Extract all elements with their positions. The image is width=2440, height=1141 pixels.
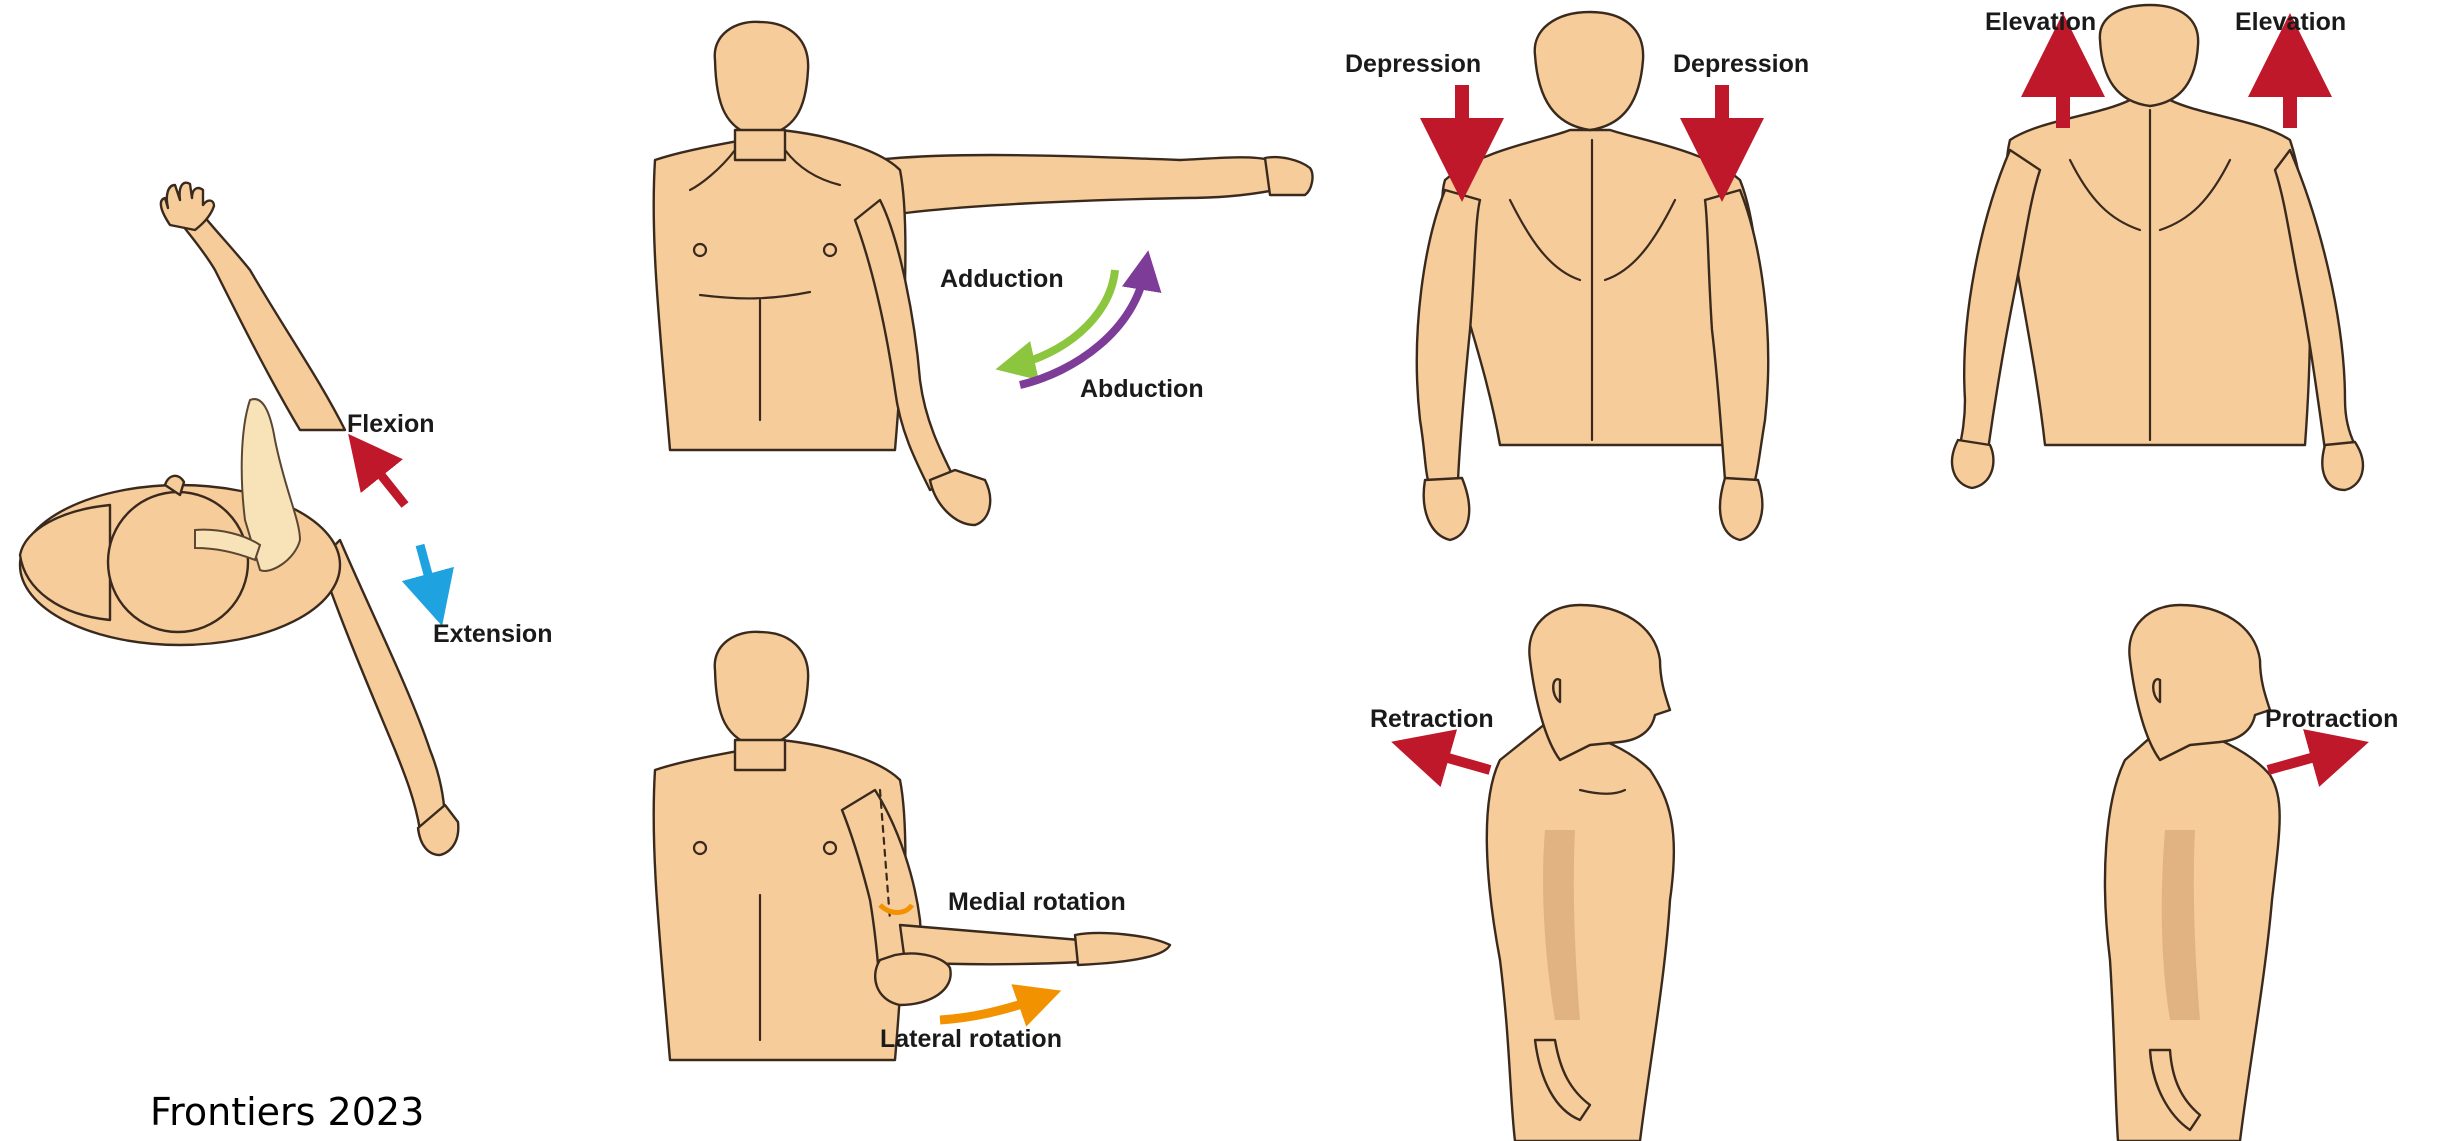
adduction-label: Adduction <box>940 265 1064 294</box>
lateral-rotation-label: Lateral rotation <box>880 1025 1062 1054</box>
figure-rotation <box>654 632 1170 1060</box>
flexion-label: Flexion <box>347 410 435 439</box>
lateral-rotation-arrow <box>940 998 1040 1020</box>
figure-elevation <box>1952 5 2363 490</box>
elevation-left-label: Elevation <box>1985 8 2096 37</box>
figure-retraction <box>1420 605 1674 1141</box>
extension-arrow <box>420 545 435 600</box>
elevation-right-label: Elevation <box>2235 8 2346 37</box>
depression-left-label: Depression <box>1345 50 1481 79</box>
abduction-label: Abduction <box>1080 375 1204 404</box>
protraction-arrow <box>2268 750 2340 770</box>
figure-flexion-extension <box>20 183 458 855</box>
source-credit: Frontiers 2023 <box>150 1090 424 1134</box>
medial-rotation-label: Medial rotation <box>948 888 1126 917</box>
retraction-arrow <box>1420 750 1490 770</box>
extension-label: Extension <box>433 620 552 649</box>
figure-depression <box>1417 12 1768 540</box>
retraction-label: Retraction <box>1370 705 1494 734</box>
figure-protraction <box>2105 605 2340 1141</box>
protraction-label: Protraction <box>2265 705 2398 734</box>
depression-right-label: Depression <box>1673 50 1809 79</box>
flexion-arrow <box>365 455 405 505</box>
